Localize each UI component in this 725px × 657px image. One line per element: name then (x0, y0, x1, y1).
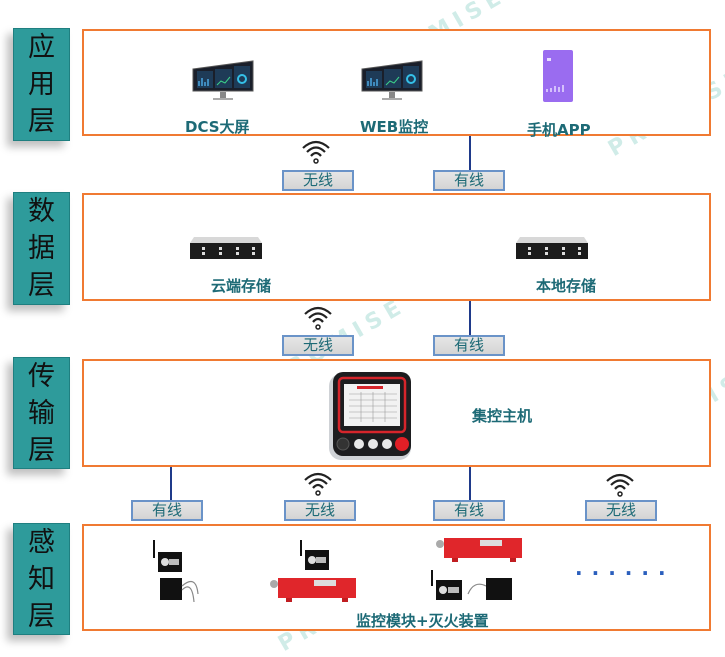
connection-wireless: 无线 (282, 170, 354, 191)
label-char: 层 (28, 600, 55, 632)
layer-label-transport: 传 输 层 (13, 357, 70, 469)
layer-label-data: 数 据 层 (13, 192, 70, 305)
central-controller-label: 集控主机 (472, 407, 533, 425)
perception-label: 监控模块+灭火装置 (356, 612, 489, 630)
cloud-storage-label: 云端存储 (211, 277, 272, 295)
web-monitor-label: WEB监控 (360, 118, 429, 136)
label-char: 传 (28, 360, 55, 392)
monitor-icon (361, 60, 423, 100)
monitoring-module-icon (153, 540, 199, 603)
wifi-icon (304, 472, 332, 496)
controller-icon (329, 372, 411, 460)
local-storage-label: 本地存储 (536, 277, 597, 295)
connection-wireless: 无线 (282, 335, 354, 356)
extinguisher-module-icon (431, 538, 522, 600)
wired-line (469, 301, 471, 335)
connection-wireless: 无线 (585, 500, 657, 521)
connection-wired: 有线 (433, 170, 505, 191)
label-char: 感 (28, 526, 55, 558)
wired-line (170, 467, 172, 500)
label-char: 层 (28, 106, 55, 137)
dcs-screen-label: DCS大屏 (185, 118, 250, 136)
connection-wired: 有线 (131, 500, 203, 521)
label-char: 用 (28, 69, 55, 100)
layer-label-application: 应 用 层 (13, 28, 70, 141)
label-char: 据 (28, 233, 55, 264)
server-icon (190, 237, 262, 259)
label-char: 层 (28, 270, 55, 301)
extinguisher-module-icon (270, 540, 356, 602)
connection-wireless: 无线 (284, 500, 356, 521)
connection-wired: 有线 (433, 500, 505, 521)
connection-wired: 有线 (433, 335, 505, 356)
wifi-icon (304, 306, 332, 330)
server-icon (516, 237, 588, 259)
more-devices-ellipsis: ...... (575, 556, 675, 580)
label-char: 数 (28, 196, 55, 227)
label-char: 应 (28, 32, 55, 63)
wifi-icon (302, 140, 330, 164)
transport-layer-box: 集控主机 (82, 359, 711, 467)
perception-layer-box: ...... 监控模块+灭火装置 (82, 524, 711, 631)
phone-icon (543, 50, 573, 102)
label-char: 层 (28, 434, 55, 466)
label-char: 知 (28, 563, 55, 595)
label-char: 输 (28, 397, 55, 429)
monitor-icon (192, 60, 254, 100)
wired-line (469, 467, 471, 500)
wifi-icon (606, 473, 634, 497)
layer-label-perception: 感 知 层 (13, 523, 70, 635)
mobile-app-label: 手机APP (527, 121, 591, 139)
wired-line (469, 136, 471, 170)
data-layer-box: 云端存储 本地存储 (82, 193, 711, 301)
application-layer-box: DCS大屏 WEB监控 手机APP (82, 29, 711, 139)
